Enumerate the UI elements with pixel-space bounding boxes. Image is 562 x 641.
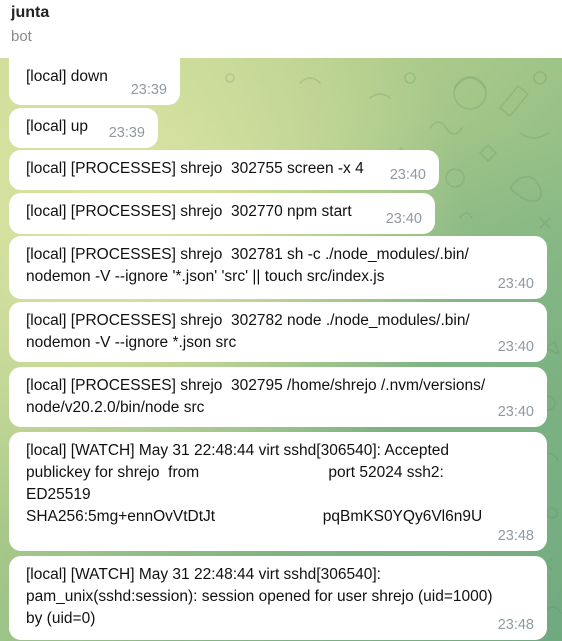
message-bubble[interactable]: [local] [WATCH] May 31 22:48:44 virt ssh… bbox=[9, 432, 547, 551]
message-bubble[interactable]: [local] [WATCH] May 31 22:48:44 virt ssh… bbox=[9, 556, 547, 640]
message-list[interactable]: [local] down 23:39 [local] up 23:39 [loc… bbox=[0, 58, 562, 641]
message-time: 23:39 bbox=[108, 125, 145, 141]
message-text: [local] [PROCESSES] shrejo 302770 npm st… bbox=[26, 203, 352, 220]
message-bubble[interactable]: [local] [PROCESSES] shrejo 302770 npm st… bbox=[9, 193, 435, 234]
chat-subtitle: bot bbox=[11, 28, 32, 45]
message-text: [local] [PROCESSES] shrejo 302755 screen… bbox=[26, 160, 364, 177]
message-bubble[interactable]: [local] [PROCESSES] shrejo 302781 sh -c … bbox=[9, 236, 547, 299]
message-time: 23:48 bbox=[497, 617, 534, 633]
message-bubble[interactable]: [local] [PROCESSES] shrejo 302782 node .… bbox=[9, 302, 547, 362]
message-bubble[interactable]: [local] [PROCESSES] shrejo 302795 /home/… bbox=[9, 367, 547, 427]
message-text: [local] [PROCESSES] shrejo 302782 node .… bbox=[26, 312, 470, 351]
message-text: [local] [WATCH] May 31 22:48:44 virt ssh… bbox=[26, 566, 493, 627]
message-time: 23:40 bbox=[497, 404, 534, 420]
message-bubble[interactable]: [local] [PROCESSES] shrejo 302755 screen… bbox=[9, 150, 439, 190]
message-text: [local] down bbox=[26, 68, 108, 85]
message-text: [local] [WATCH] May 31 22:48:44 virt ssh… bbox=[26, 442, 483, 525]
message-time: 23:40 bbox=[497, 339, 534, 355]
chat-title: junta bbox=[11, 4, 50, 21]
message-bubble[interactable]: [local] up 23:39 bbox=[9, 108, 158, 148]
message-time: 23:39 bbox=[130, 82, 167, 98]
message-time: 23:40 bbox=[389, 167, 426, 183]
message-bubble[interactable]: [local] down 23:39 bbox=[9, 58, 180, 105]
chat-header[interactable]: junta bot bbox=[0, 0, 562, 58]
message-time: 23:48 bbox=[497, 528, 534, 544]
message-text: [local] up bbox=[26, 118, 89, 135]
message-text: [local] [PROCESSES] shrejo 302781 sh -c … bbox=[26, 246, 469, 285]
message-text: [local] [PROCESSES] shrejo 302795 /home/… bbox=[26, 377, 486, 416]
message-time: 23:40 bbox=[497, 276, 534, 292]
message-time: 23:40 bbox=[385, 211, 422, 227]
